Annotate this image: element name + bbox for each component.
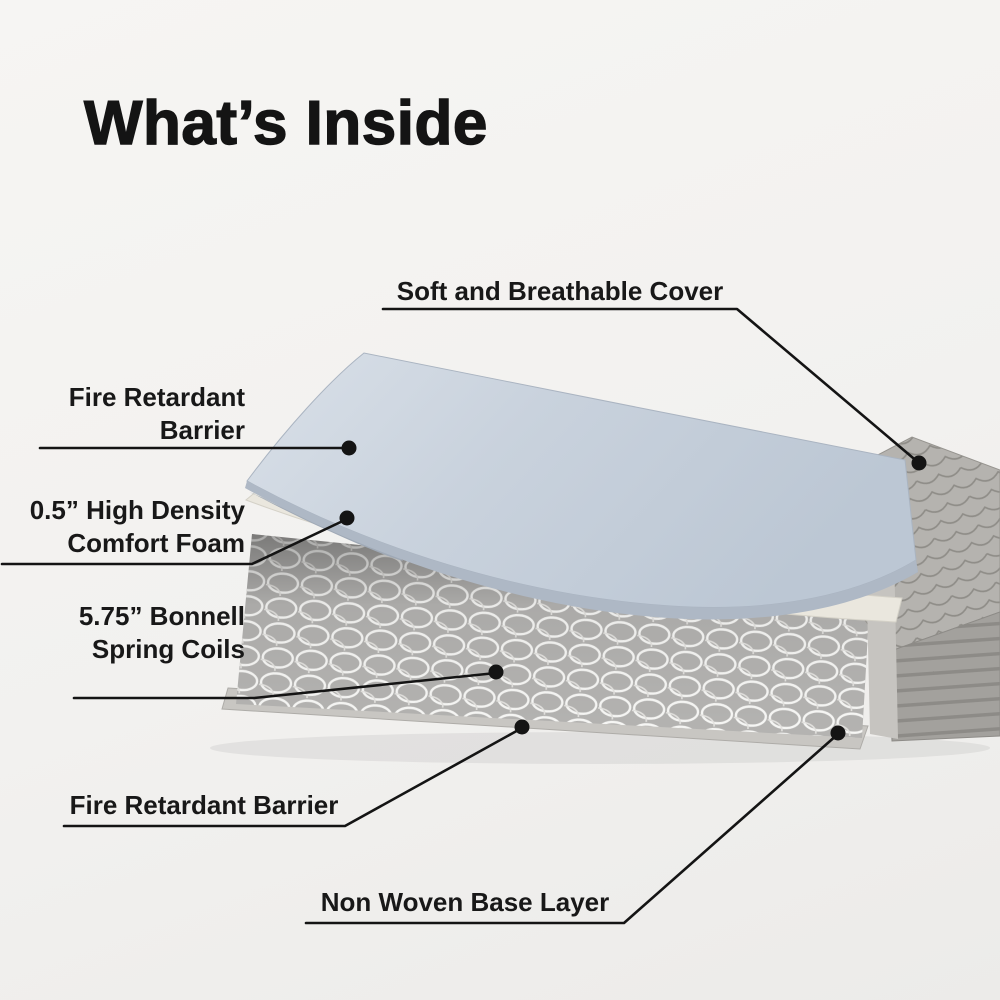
label-line: Comfort Foam	[67, 528, 245, 558]
label-fire-retardant-barrier-bottom: Fire Retardant Barrier	[69, 790, 339, 820]
lifted-cover-sheet	[245, 352, 918, 620]
label-line: Spring Coils	[91, 634, 245, 664]
dot-foam	[339, 510, 355, 526]
label-line: Barrier	[159, 415, 245, 445]
callout-lines	[0, 307, 921, 925]
dot-base	[830, 725, 846, 741]
label-fire-retardant-barrier-top: Fire Retardant Barrier	[40, 381, 245, 447]
label-soft-breathable-cover: Soft and Breathable Cover	[396, 276, 724, 306]
label-line: 0.5” High Density	[29, 495, 245, 525]
ground-shadow	[210, 732, 990, 764]
callout-line-cover	[381, 307, 921, 465]
label-bonnell-spring-coils: 5.75” Bonnell Spring Coils	[40, 600, 245, 666]
label-comfort-foam: 0.5” High Density Comfort Foam	[20, 494, 245, 560]
label-non-woven-base-layer: Non Woven Base Layer	[320, 887, 610, 917]
callout-line-base	[304, 732, 840, 925]
callout-dots	[339, 440, 927, 741]
dot-fire-top	[341, 440, 357, 456]
callout-line-foam	[0, 517, 349, 566]
label-line: 5.75” Bonnell	[78, 601, 245, 631]
label-line: Fire Retardant	[68, 382, 245, 412]
dot-fire-bottom	[514, 719, 530, 735]
callout-line-coils	[72, 671, 498, 700]
dot-coils	[488, 664, 504, 680]
callout-line-fire-bottom	[62, 726, 524, 828]
page-title: What’s Inside	[83, 88, 488, 158]
dot-cover	[911, 455, 927, 471]
